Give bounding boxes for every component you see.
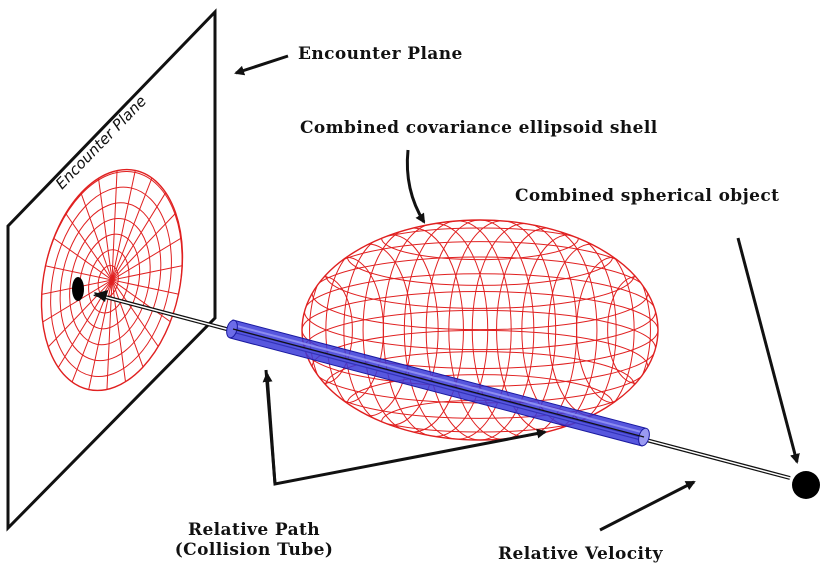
mesh-meridian <box>343 234 439 426</box>
callout-arrows <box>234 54 800 532</box>
label-encounter-plane: Encounter Plane <box>298 44 463 64</box>
disk-ring <box>50 186 172 378</box>
encounter-plane-frame <box>6 8 217 532</box>
label-relative-velocity: Relative Velocity <box>498 544 663 564</box>
covariance-ellipsoid-mesh <box>302 220 658 440</box>
mesh-ring <box>311 256 649 331</box>
covariance-ellipsoid-outline <box>301 219 659 441</box>
label-relative-path: Relative Path (Collision Tube) <box>154 520 354 560</box>
collision-tube <box>226 319 650 447</box>
disk-spoke <box>29 262 195 298</box>
disk-ring <box>59 202 162 362</box>
collision-point-marker <box>72 277 84 301</box>
projected-covariance-disk <box>29 156 195 404</box>
mesh-meridian <box>521 234 617 426</box>
combined-spherical-object <box>792 471 820 499</box>
velocity-arrowhead <box>94 290 108 302</box>
mesh-meridian <box>309 256 384 404</box>
label-relative-path-line2: (Collision Tube) <box>174 540 334 560</box>
label-spherical-object: Combined spherical object <box>515 186 780 206</box>
mesh-ring <box>302 291 658 369</box>
label-relative-path-line1: Relative Path <box>187 520 321 540</box>
disk-ring <box>78 233 141 330</box>
label-covariance-shell: Combined covariance ellipsoid shell <box>300 118 658 138</box>
mesh-meridian <box>425 220 535 440</box>
disk-outline <box>40 168 184 392</box>
disk-ring <box>69 217 151 346</box>
mesh-meridian <box>547 243 635 417</box>
mesh-ring <box>381 220 579 261</box>
plane-inscription: Encounter Plane <box>52 92 150 193</box>
mesh-meridian <box>325 243 413 417</box>
disk-ring <box>88 249 130 314</box>
mesh-meridian <box>576 256 651 404</box>
